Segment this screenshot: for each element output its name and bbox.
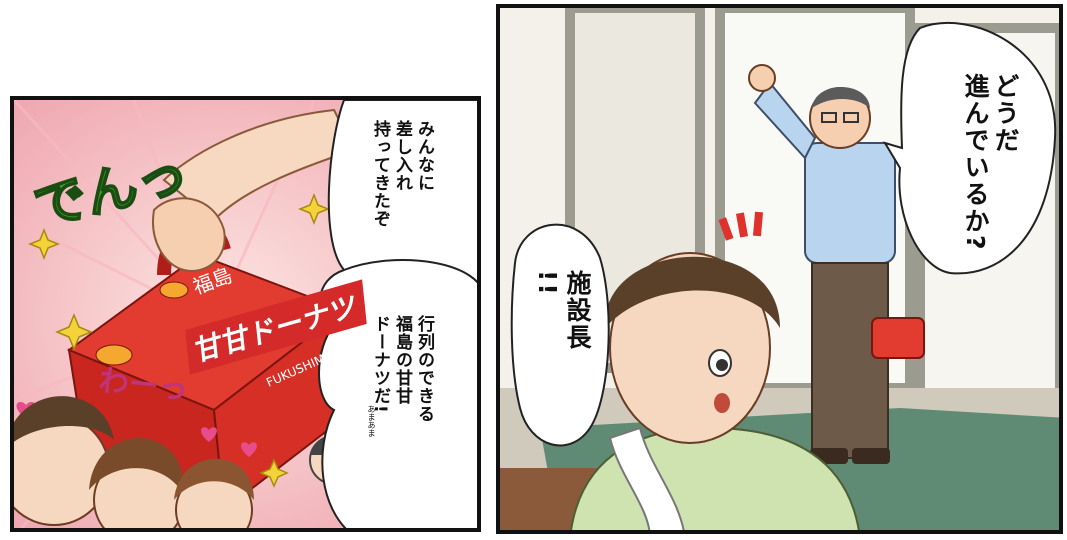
hand [152, 197, 226, 272]
sfx-waa: わーっ [97, 363, 191, 408]
bubble-bottom [318, 259, 477, 528]
speech-boss-text: どうだ 進んでいるか? [961, 73, 1020, 252]
surprise-marks [718, 211, 764, 241]
ruby-amaama: あまあま [367, 405, 376, 437]
bubble-boss [882, 22, 1057, 275]
boss-figure [748, 64, 925, 464]
donut-box-small [871, 317, 925, 359]
right-panel-art [500, 8, 1059, 530]
towel [608, 426, 685, 530]
crowd [14, 396, 359, 528]
speech-worker-text: 施設長 !! [533, 270, 592, 351]
bubble-worker [510, 223, 610, 447]
speech-bubble-top-text: みんなに 差し入れ 持ってきたぞ [370, 120, 434, 228]
speech-bubble-bottom-text: 行列のできる 福島の甘甘 ドーナツだ! [370, 315, 434, 423]
panel-left: でんっ わーっ 甘甘ドーナツ 福島 FUKUSHIMA みんなに 差し入れ 持っ… [10, 96, 481, 532]
worker-figure [570, 252, 860, 530]
panel-right: どうだ 進んでいるか? 施設長 !! [496, 4, 1063, 534]
